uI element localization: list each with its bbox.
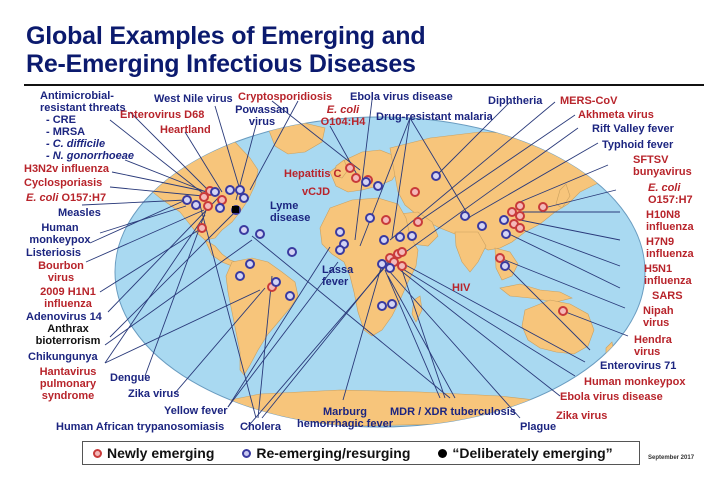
label-mers: MERS-CoV xyxy=(560,95,618,107)
label-human-african-trypanosomiasis: Human African trypanosomiasis xyxy=(56,421,225,433)
deliberately-emerging-marker xyxy=(232,206,239,213)
blue-circle-icon xyxy=(242,448,252,458)
label-human-monkeypox-right: Human monkeypox xyxy=(584,376,686,388)
continents xyxy=(119,121,621,427)
label-hepatitis-c: Hepatitis C xyxy=(284,168,342,180)
label-antimicrobial: Antimicrobial- resistant threats - CRE -… xyxy=(40,90,135,162)
label-zika-right: Zika virus xyxy=(556,410,608,422)
label-cholera: Cholera xyxy=(240,421,281,433)
label-ebola-top: Ebola virus disease xyxy=(350,91,453,103)
date-stamp: September 2017 xyxy=(648,455,695,461)
legend-re-emerging: Re-emerging/resurging xyxy=(242,445,410,461)
legend-newly-emerging: Newly emerging xyxy=(93,445,214,461)
black-dot-icon xyxy=(438,448,448,458)
newly-emerging-markers xyxy=(197,163,568,316)
label-yellow-fever: Yellow fever xyxy=(164,405,228,417)
label-adenovirus-14: Adenovirus 14 xyxy=(26,311,102,323)
label-enterovirus-d68: Enterovirus D68 xyxy=(120,109,205,121)
label-listeriosis: Listeriosis xyxy=(26,247,82,259)
legend: Newly emerging Re-emerging/resurging “De… xyxy=(82,441,640,465)
label-cryptosporidiosis: Cryptosporidiosis xyxy=(238,91,333,103)
label-drug-resistant-malaria: Drug-resistant malaria xyxy=(376,111,493,123)
label-dengue: Dengue xyxy=(110,372,151,384)
leader-lines xyxy=(81,99,629,431)
label-measles: Measles xyxy=(58,207,101,219)
label-zika-left: Zika virus xyxy=(128,388,180,400)
label-chikungunya: Chikungunya xyxy=(28,351,98,363)
label-mdr-xdr-tb: MDR / XDR tuberculosis xyxy=(390,406,516,418)
re-emerging-markers xyxy=(182,171,511,311)
label-cyclosporiasis: Cyclosporiasis xyxy=(24,177,103,189)
label-ecoli-o157-left: E. coli O157:H7 xyxy=(26,192,107,204)
label-west-nile: West Nile virus xyxy=(154,93,233,105)
label-akhmeta: Akhmeta virus xyxy=(578,109,654,121)
label-h3n2v: H3N2v influenza xyxy=(24,163,109,175)
label-ebola-bottom: Ebola virus disease xyxy=(560,391,663,403)
label-rift-valley: Rift Valley fever xyxy=(592,123,674,135)
label-heartland: Heartland xyxy=(160,124,211,136)
title-divider xyxy=(24,84,704,86)
label-vcjd: vCJD xyxy=(302,186,331,198)
red-circle-icon xyxy=(93,448,102,458)
label-plague: Plague xyxy=(520,421,557,433)
label-enterovirus-71: Enterovirus 71 xyxy=(600,360,677,372)
legend-deliberately-emerging: “Deliberately emerging” xyxy=(438,445,613,461)
label-diphtheria: Diphtheria xyxy=(488,95,543,107)
label-typhoid: Typhoid fever xyxy=(602,139,674,151)
label-hiv: HIV xyxy=(452,282,471,294)
label-sars: SARS xyxy=(652,290,683,302)
